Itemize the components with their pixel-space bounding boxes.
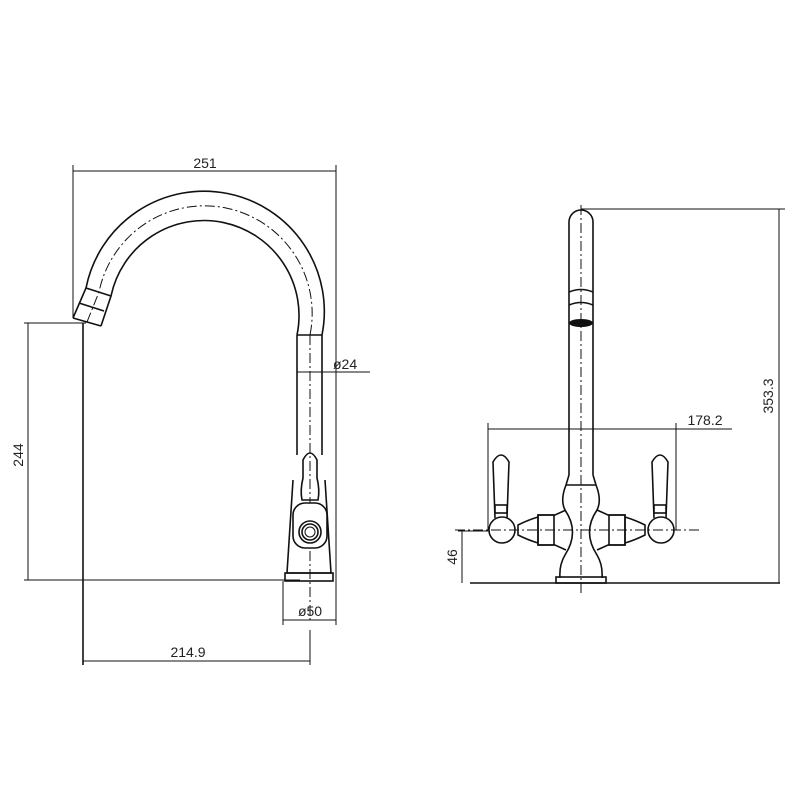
nozzle-band-2	[78, 302, 105, 312]
dim-handle-height: 46	[444, 549, 460, 565]
valve-cap-mid	[301, 523, 319, 541]
spout-ring-1	[568, 288, 594, 293]
dim-spout-diameter: ø24	[333, 356, 357, 372]
valve-cap-outer	[298, 520, 322, 544]
spout-outer-arc	[72, 190, 326, 336]
valve-housing	[292, 502, 328, 549]
left-handle-lever	[492, 454, 510, 519]
nozzle-tip	[72, 317, 102, 327]
right-handle-collar	[653, 504, 667, 514]
front-view: 178.2 353.3 46	[444, 205, 785, 595]
aerator	[569, 319, 593, 327]
right-handle-lever	[651, 454, 669, 519]
front-body	[559, 474, 603, 579]
nozzle-band-1	[85, 287, 112, 297]
side-base	[284, 572, 334, 582]
dim-handle-span: 178.2	[687, 412, 722, 428]
valve-cap-inner	[304, 526, 316, 538]
dim-overall-height: 353.3	[760, 378, 776, 413]
spout-ring-2	[568, 301, 594, 306]
dim-spout-reach: 214.9	[170, 644, 205, 660]
side-view: 251 244 ø24 ø50 214.9	[10, 155, 370, 665]
left-handle-collar	[494, 504, 508, 514]
dim-base-diameter: ø50	[298, 603, 322, 619]
spout-inner-arc	[100, 219, 300, 336]
side-handle	[300, 452, 320, 501]
dim-spout-height: 244	[10, 443, 26, 467]
spout-centerline	[86, 205, 313, 336]
dim-overall-width: 251	[193, 155, 217, 171]
